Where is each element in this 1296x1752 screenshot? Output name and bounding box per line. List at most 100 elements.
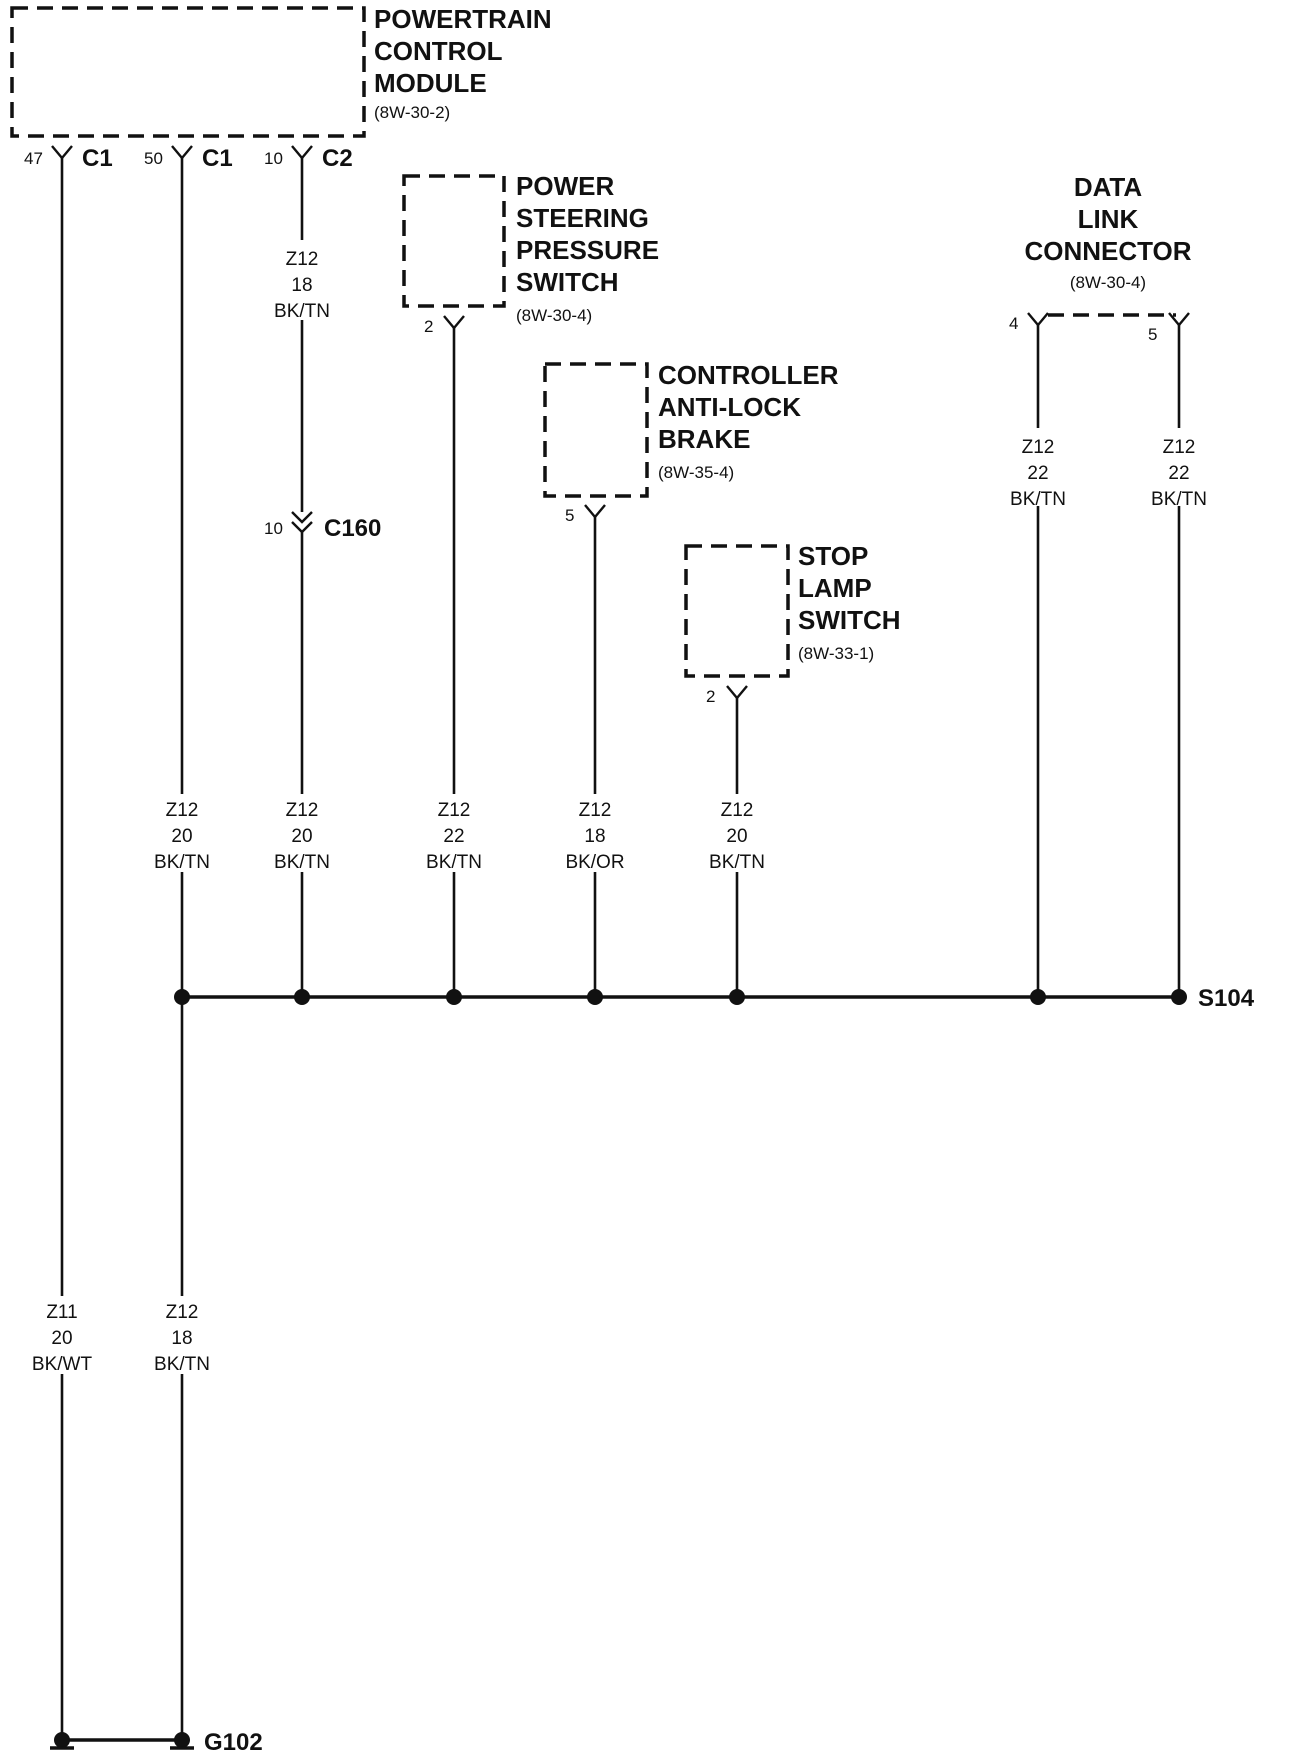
circuit-id: Z11	[46, 1302, 77, 1323]
circuit-id: Z12	[286, 800, 319, 821]
connector-fork-icon	[171, 145, 193, 160]
connector-name: C160	[324, 515, 381, 542]
connector-fork-icon	[726, 685, 748, 700]
wire-color: BK/TN	[426, 852, 482, 873]
inline-connector-c160: 10 C160	[264, 511, 381, 542]
wire-label-dlc-4: Z12 22 BK/TN	[1010, 437, 1066, 510]
connector-male-icon	[291, 511, 313, 524]
wire-color: BK/TN	[154, 852, 210, 873]
sls-pin: 2	[706, 685, 748, 706]
wire-gauge: 22	[1168, 463, 1189, 484]
wire-color: BK/TN	[274, 852, 330, 873]
cab-page-ref: (8W-35-4)	[658, 463, 734, 482]
pcm-title-line-3: MODULE	[374, 68, 487, 98]
connector-name: C1	[202, 145, 233, 172]
wire-gauge: 18	[584, 826, 605, 847]
pss-title-line-3: PRESSURE	[516, 235, 659, 265]
pss-title-line-2: STEERING	[516, 203, 649, 233]
data-link-connector: DATA LINK CONNECTOR (8W-30-4)	[1024, 172, 1192, 317]
circuit-id: Z12	[579, 800, 612, 821]
wire-label-pss: Z12 22 BK/TN	[426, 800, 482, 873]
pin-number: 10	[264, 149, 283, 168]
ground-eyelet	[54, 1732, 70, 1748]
splice-node	[1171, 989, 1187, 1005]
ground-name: G102	[204, 1729, 263, 1752]
pin-number: 2	[706, 687, 715, 706]
splice-node	[174, 989, 190, 1005]
dlc-title-line-1: DATA	[1074, 172, 1143, 202]
wire-gauge: 18	[171, 1328, 192, 1349]
pin-number: 10	[264, 519, 283, 538]
stop-lamp-switch: STOP LAMP SWITCH (8W-33-1)	[684, 541, 901, 678]
wire-gauge: 20	[291, 826, 312, 847]
splice-name: S104	[1198, 985, 1255, 1012]
wires	[60, 158, 1181, 1738]
wire-color: BK/OR	[565, 852, 624, 873]
dlc-page-ref: (8W-30-4)	[1070, 273, 1146, 292]
connector-fork-icon	[1027, 312, 1049, 327]
wire-label-ground-feed: Z12 18 BK/TN	[154, 1302, 210, 1375]
powertrain-control-module: POWERTRAIN CONTROL MODULE (8W-30-2)	[10, 4, 552, 138]
circuit-id: Z12	[166, 800, 199, 821]
wire-gauge: 20	[171, 826, 192, 847]
wire-color: BK/TN	[154, 1354, 210, 1375]
wire-label-cab: Z12 18 BK/OR	[565, 800, 624, 873]
pcm-pin-10: 10 C2	[264, 145, 353, 172]
splice-node	[587, 989, 603, 1005]
wire-gauge: 20	[51, 1328, 72, 1349]
power-steering-pressure-switch: POWER STEERING PRESSURE SWITCH (8W-30-4)	[402, 171, 659, 325]
circuit-id: Z12	[721, 800, 754, 821]
wire-gauge: 18	[291, 275, 312, 296]
connector-fork-icon	[51, 145, 73, 160]
pss-page-ref: (8W-30-4)	[516, 306, 592, 325]
connector-fork-icon	[443, 315, 465, 330]
splice-node	[294, 989, 310, 1005]
cab-title-line-3: BRAKE	[658, 424, 750, 454]
splice-node	[446, 989, 462, 1005]
wire-color: BK/TN	[1151, 489, 1207, 510]
dlc-title-line-3: CONNECTOR	[1024, 236, 1191, 266]
cab-title-line-2: ANTI-LOCK	[658, 392, 801, 422]
circuit-id: Z12	[166, 1302, 199, 1323]
connector-fork-icon	[291, 145, 313, 160]
wire-color: BK/TN	[274, 301, 330, 322]
wire-label-pcm-50: Z12 20 BK/TN	[154, 800, 210, 873]
ground-g102: G102	[50, 1729, 263, 1752]
wire-color: BK/WT	[32, 1354, 93, 1375]
pin-number: 4	[1009, 314, 1018, 333]
cab-pin: 5	[565, 504, 606, 525]
sls-title-line-3: SWITCH	[798, 605, 901, 635]
pin-number: 47	[24, 149, 43, 168]
wire-gauge: 20	[726, 826, 747, 847]
pin-number: 5	[1148, 325, 1157, 344]
dlc-pin-5: 5	[1148, 312, 1190, 344]
connector-name: C1	[82, 145, 113, 172]
sls-page-ref: (8W-33-1)	[798, 644, 874, 663]
pcm-pin-47: 47 C1	[24, 145, 113, 172]
wire-label-pcm-47: Z11 20 BK/WT	[32, 1302, 93, 1375]
wire-label-dlc-5: Z12 22 BK/TN	[1151, 437, 1207, 510]
splice-node	[729, 989, 745, 1005]
dlc-pin-4: 4	[1009, 312, 1049, 333]
splice-node	[1030, 989, 1046, 1005]
circuit-id: Z12	[1163, 437, 1196, 458]
wire-gauge: 22	[1027, 463, 1048, 484]
dlc-title-line-2: LINK	[1078, 204, 1139, 234]
wire-gauge: 22	[443, 826, 464, 847]
pss-pin: 2	[424, 315, 465, 336]
wire-label-pcm-c2-upper: Z12 18 BK/TN	[274, 249, 330, 322]
wire-label-sls: Z12 20 BK/TN	[709, 800, 765, 873]
connector-name: C2	[322, 145, 353, 172]
sls-title-line-2: LAMP	[798, 573, 872, 603]
pcm-page-ref: (8W-30-2)	[374, 103, 450, 122]
controller-anti-lock-brake: CONTROLLER ANTI-LOCK BRAKE (8W-35-4)	[543, 360, 839, 498]
connector-fork-icon	[1168, 312, 1190, 327]
cab-title-line-1: CONTROLLER	[658, 360, 839, 390]
circuit-id: Z12	[286, 249, 319, 270]
pin-number: 2	[424, 317, 433, 336]
sls-title-line-1: STOP	[798, 541, 868, 571]
wire-color: BK/TN	[709, 852, 765, 873]
pcm-title-line-1: POWERTRAIN	[374, 4, 552, 34]
pcm-title-line-2: CONTROL	[374, 36, 503, 66]
connector-fork-icon	[584, 504, 606, 519]
